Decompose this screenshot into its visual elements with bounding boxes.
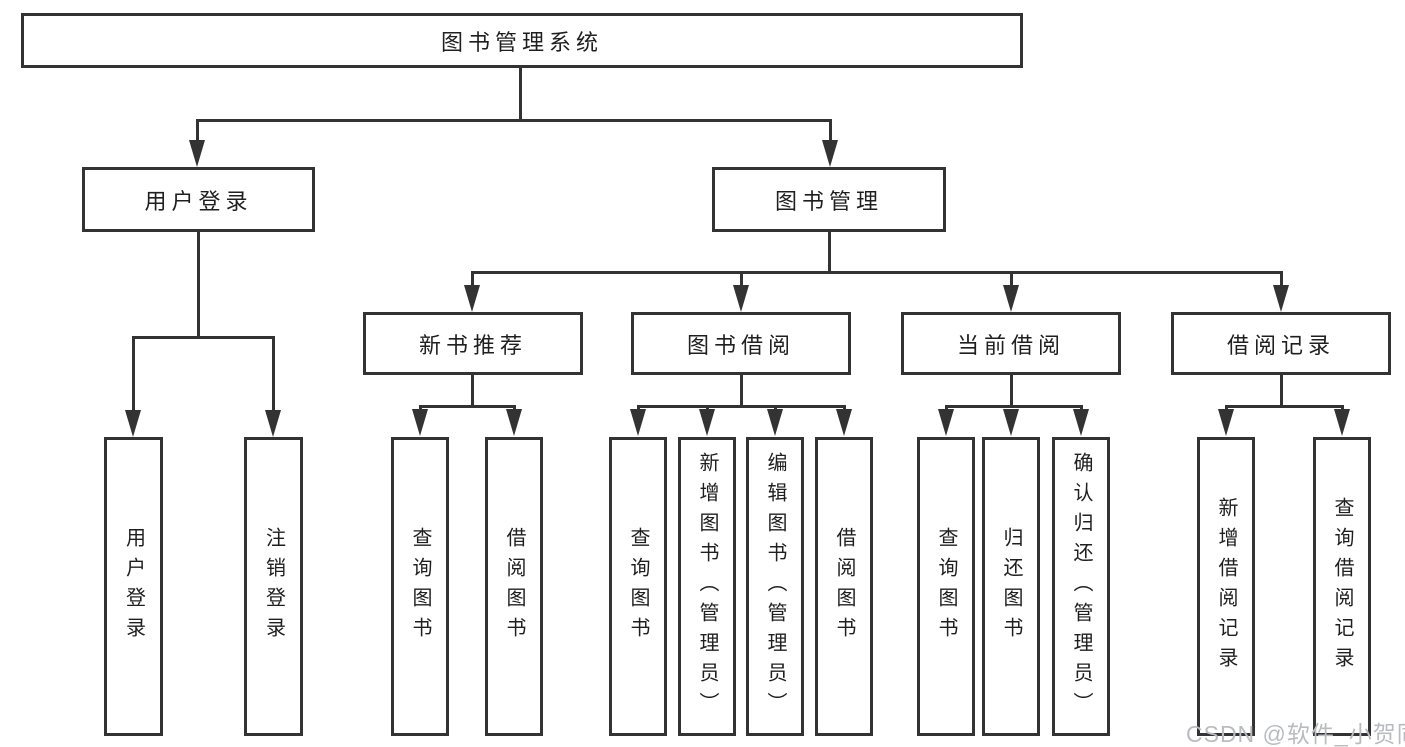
leaf-query-borrow-record-label: 查询借阅记录 [1331,496,1353,677]
node-root-label: 图书管理系统 [440,29,603,55]
connector-line [740,375,743,408]
leaf-return-books: 归还图书 [982,437,1040,736]
connector-line [1010,375,1013,408]
connector-line [1010,271,1013,288]
leaf-query-books-1-label: 查询图书 [409,526,431,647]
leaf-confirm-return-admin: 确认归还（管理员） [1052,437,1110,736]
leaf-query-borrow-record: 查询借阅记录 [1313,437,1371,736]
arrowhead-icon [1334,409,1350,436]
connector-line [196,119,832,122]
connector-line [132,336,135,412]
arrowhead-icon [1218,409,1234,436]
arrowhead-icon [938,409,954,436]
leaf-query-books-2-label: 查询图书 [627,526,649,647]
node-book-management-label: 图书管理 [774,188,883,214]
watermark: CSDN @软件_小贺同学 [1186,721,1405,747]
arrowhead-icon [412,409,428,436]
node-new-book-recommend-label: 新书推荐 [418,332,527,358]
arrowhead-icon [506,409,522,436]
connector-line [829,119,832,143]
leaf-edit-books-admin: 编辑图书（管理员） [746,437,804,736]
node-borrow-records: 借阅记录 [1171,312,1391,375]
arrowhead-icon [464,285,480,312]
arrowhead-icon [1003,285,1019,312]
leaf-logout-label: 注销登录 [262,526,285,647]
arrowhead-icon [125,410,141,437]
connector-line [945,405,1082,408]
leaf-user-login-label: 用户登录 [122,526,145,647]
leaf-borrow-books-1: 借阅图书 [485,437,543,736]
connector-line [1280,375,1283,408]
leaf-confirm-return-admin-label: 确认归还（管理员） [1070,451,1092,722]
connector-line [196,119,199,143]
node-user-login-label: 用户登录 [144,188,253,214]
node-book-borrowing: 图书借阅 [631,312,851,375]
connector-line [471,375,474,408]
arrowhead-icon [767,409,783,436]
arrowhead-icon [1273,285,1289,312]
leaf-user-login: 用户登录 [104,437,163,736]
leaf-add-borrow-record-label: 新增借阅记录 [1215,496,1237,677]
leaf-query-books-3-label: 查询图书 [935,526,957,647]
arrowhead-icon [822,140,838,167]
node-user-login: 用户登录 [82,167,315,232]
connector-line [471,271,474,288]
connector-line [197,232,200,338]
leaf-logout: 注销登录 [244,437,303,736]
node-new-book-recommend: 新书推荐 [363,312,583,375]
leaf-borrow-books-1-label: 借阅图书 [503,526,525,647]
connector-line [419,405,515,408]
connector-line [740,271,743,288]
node-borrow-records-label: 借阅记录 [1226,332,1335,358]
leaf-add-borrow-record: 新增借阅记录 [1197,437,1255,736]
connector-line [1225,405,1343,408]
arrowhead-icon [630,409,646,436]
arrowhead-icon [836,409,852,436]
arrowhead-icon [265,410,281,437]
node-root: 图书管理系统 [21,13,1023,68]
leaf-query-books-3: 查询图书 [917,437,975,736]
node-book-management: 图书管理 [712,167,946,232]
leaf-borrow-books-2-label: 借阅图书 [833,526,855,647]
connector-line [828,232,831,274]
connector-line [519,68,522,121]
connector-line [1280,271,1283,288]
arrowhead-icon [189,140,205,167]
leaf-add-books-admin-label: 新增图书（管理员） [696,451,718,722]
arrowhead-icon [699,409,715,436]
arrowhead-icon [1073,409,1089,436]
node-book-borrowing-label: 图书借阅 [686,332,795,358]
connector-line [132,336,275,339]
node-current-borrowing-label: 当前借阅 [956,332,1065,358]
connector-line [637,405,845,408]
leaf-edit-books-admin-label: 编辑图书（管理员） [764,451,786,722]
leaf-return-books-label: 归还图书 [1000,526,1022,647]
connector-line [272,336,275,412]
connector-line [471,271,1283,274]
arrowhead-icon [1003,409,1019,436]
leaf-borrow-books-2: 借阅图书 [815,437,873,736]
node-current-borrowing: 当前借阅 [901,312,1121,375]
leaf-query-books-2: 查询图书 [609,437,667,736]
leaf-query-books-1: 查询图书 [391,437,449,736]
leaf-add-books-admin: 新增图书（管理员） [678,437,736,736]
arrowhead-icon [733,285,749,312]
